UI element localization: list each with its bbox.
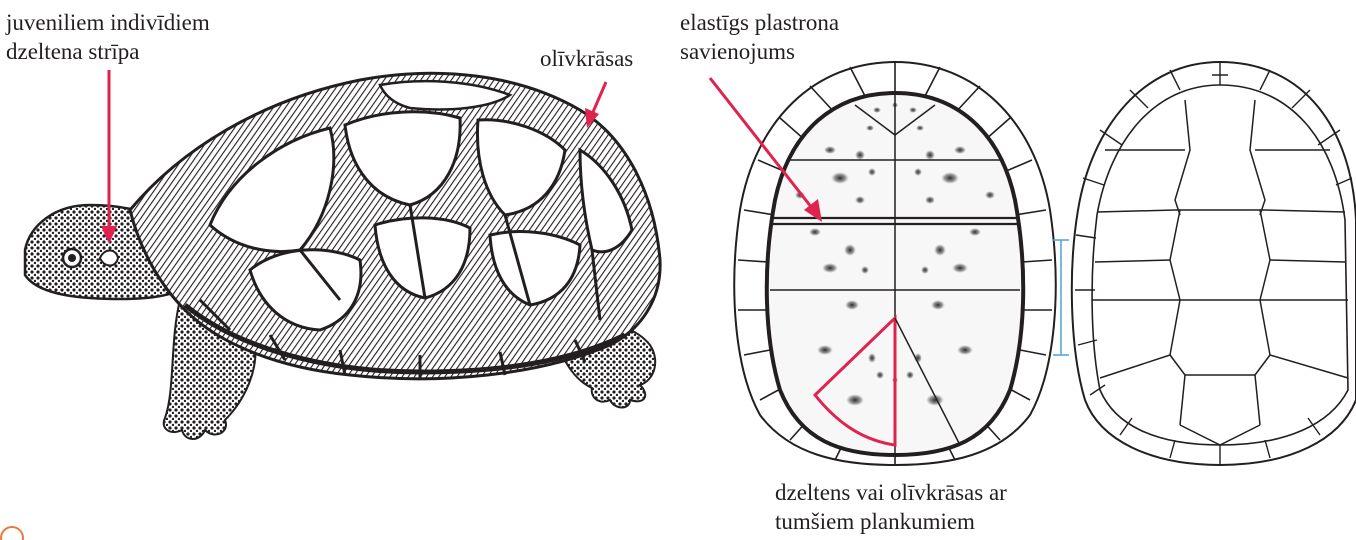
turtle-illustration: [25, 73, 660, 439]
juvenile-label-line1: juveniliem indivīdiem: [6, 8, 210, 37]
yellow-label-line1: dzeltens vai olīvkrāsas ar: [775, 478, 1007, 507]
juvenile-stripe-label: juveniliem indivīdiem dzeltena strīpa: [6, 8, 210, 66]
flexible-label-line1: elastīgs plastrona: [680, 8, 839, 37]
badge-icon: [1, 527, 23, 540]
plastron-color-label: dzeltens vai olīvkrāsas ar tumšiem plank…: [775, 478, 1007, 536]
yellow-label-line2: tumšiem plankumiem: [775, 507, 1007, 536]
olive-label: olīvkrāsas: [540, 44, 633, 73]
carapace-diagram: [1072, 62, 1356, 465]
plastron-diagram: [734, 62, 1055, 465]
flexible-label-line2: savienojums: [680, 37, 839, 66]
carapace-outer-outline: [1072, 62, 1356, 465]
flexible-hinge-label: elastīgs plastrona savienojums: [680, 8, 839, 66]
juvenile-label-line2: dzeltena strīpa: [6, 37, 210, 66]
